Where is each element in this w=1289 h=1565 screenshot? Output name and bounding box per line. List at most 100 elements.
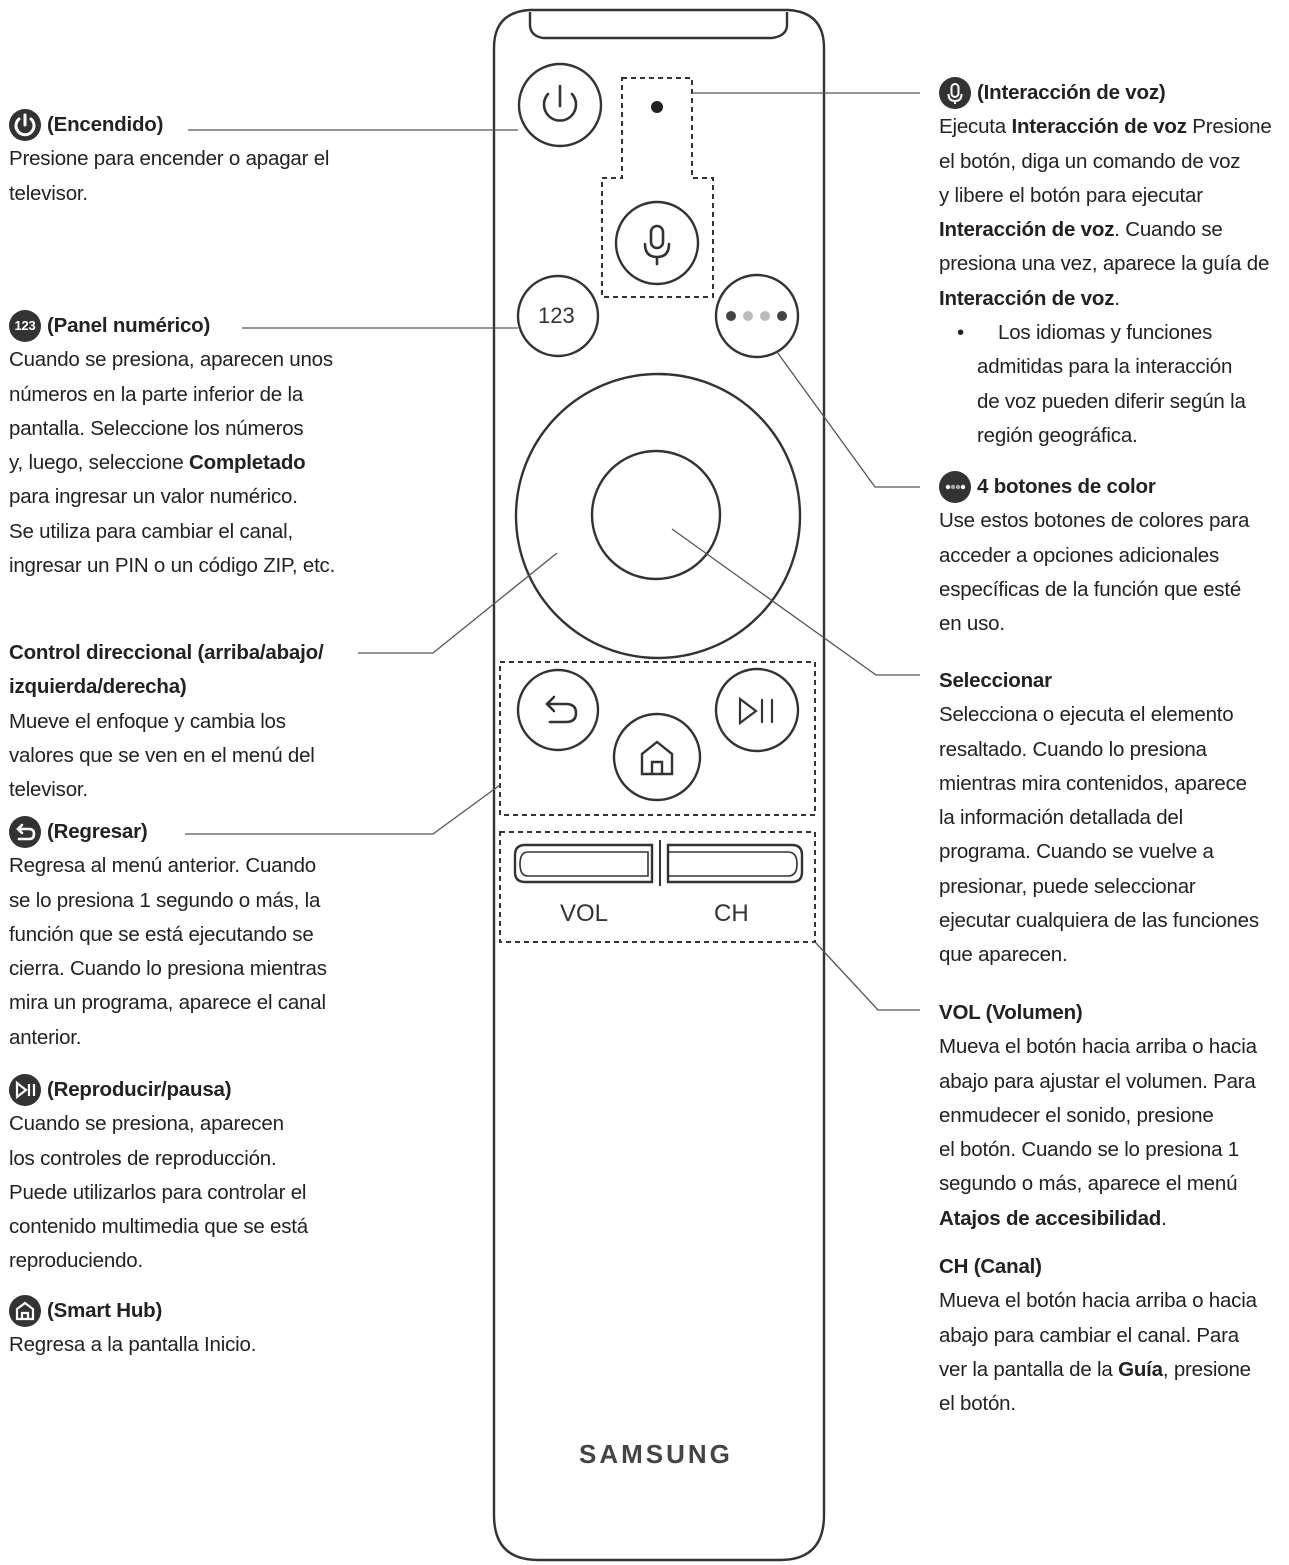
dpad-title: Control direccional (arriba/abajo/ xyxy=(9,641,324,664)
mic-dashed-box xyxy=(601,77,714,298)
color-line: específicas de la función que esté xyxy=(939,577,1242,601)
home-line: Regresa a la pantalla Inicio. xyxy=(9,1333,257,1357)
home-icon xyxy=(640,740,674,776)
color-line: Use estos botones de colores para xyxy=(939,509,1250,533)
mic-hole xyxy=(651,101,663,113)
dpad-line: Mueve el enfoque y cambia los xyxy=(9,709,286,733)
voice-line: Interacción de voz. xyxy=(939,286,1120,310)
leader-dpad xyxy=(358,552,558,654)
numeric-line: ingresar un PIN o un código ZIP, etc. xyxy=(9,554,336,578)
play-line: reproduciendo. xyxy=(9,1249,143,1273)
voice-bullet: •Los idiomas y funciones xyxy=(957,321,1213,345)
dpad-title: izquierda/derecha) xyxy=(9,675,187,699)
color-button xyxy=(714,273,800,359)
voice-bullet-line: región geográfica. xyxy=(977,423,1138,447)
select-line: que aparecen. xyxy=(939,943,1068,967)
channel-line: abajo para cambiar el canal. Para xyxy=(939,1323,1239,1347)
dpad-ring xyxy=(514,372,802,660)
volume-line: Atajos de accesibilidad. xyxy=(939,1206,1167,1230)
voice-line: presiona una vez, aparece la guía de xyxy=(939,252,1270,276)
back-title: (Regresar) xyxy=(47,820,148,843)
home-description: (Smart Hub) Regresa a la pantalla Inicio… xyxy=(9,1294,256,1363)
voice-bullet-line: de voz pueden diferir según la xyxy=(977,389,1246,413)
select-line: programa. Cuando se vuelve a xyxy=(939,840,1214,864)
numeric-icon: 123 xyxy=(9,310,41,343)
numeric-line: para ingresar un valor numérico. xyxy=(9,485,298,509)
channel-description: CH (Canal) Mueva el botón hacia arriba o… xyxy=(939,1250,1257,1421)
numeric-line: Cuando se presiona, aparecen unos xyxy=(9,348,333,372)
power-icon xyxy=(542,92,578,122)
channel-title: CH (Canal) xyxy=(939,1255,1042,1278)
back-icon xyxy=(9,816,41,849)
select-title: Seleccionar xyxy=(939,669,1052,692)
numeric-line: Se utiliza para cambiar el canal, xyxy=(9,519,293,543)
back-line: anterior. xyxy=(9,1025,82,1049)
volume-line: segundo o más, aparece el menú xyxy=(939,1172,1238,1196)
play-pause-description: (Reproducir/pausa) Cuando se presiona, a… xyxy=(9,1073,308,1279)
select-line: Selecciona o ejecuta el elemento xyxy=(939,703,1234,727)
channel-rocker xyxy=(666,843,804,884)
dpad-line: televisor. xyxy=(9,778,88,802)
voice-description: (Interacción de voz) Ejecuta Interacción… xyxy=(939,76,1272,453)
volume-line: el botón. Cuando se lo presiona 1 xyxy=(939,1138,1239,1162)
power-icon xyxy=(9,109,41,142)
volume-line: enmudecer el sonido, presione xyxy=(939,1103,1214,1127)
power-line: Presione para encender o apagar el xyxy=(9,147,330,171)
numeric-line: pantalla. Seleccione los números xyxy=(9,416,304,440)
voice-bullet-line: admitidas para la interacción xyxy=(977,355,1233,379)
leader-select xyxy=(671,528,920,676)
voice-button xyxy=(614,200,700,286)
numeric-title: (Panel numérico) xyxy=(47,314,211,337)
power-description: (Encendido) Presione para encender o apa… xyxy=(9,108,329,211)
color-line: acceder a opciones adicionales xyxy=(939,543,1220,567)
color-dots-icon xyxy=(939,471,971,504)
brand-logo: SAMSUNG xyxy=(579,1439,733,1469)
select-button xyxy=(590,449,722,581)
voice-line: el botón, diga un comando de voz xyxy=(939,149,1241,173)
select-description: Seleccionar Selecciona o ejecuta el elem… xyxy=(939,664,1259,973)
volume-line: Mueva el botón hacia arriba o hacia xyxy=(939,1035,1257,1059)
color-dots-icon xyxy=(726,311,787,321)
ch-label: CH xyxy=(714,900,749,927)
play-line: Cuando se presiona, aparecen xyxy=(9,1112,284,1136)
volume-rocker xyxy=(513,843,654,884)
color-line: en uso. xyxy=(939,612,1005,636)
power-line: televisor. xyxy=(9,181,88,205)
leader-volume xyxy=(814,941,920,1011)
channel-line: ver la pantalla de la Guía, presione xyxy=(939,1357,1251,1381)
power-title: (Encendido) xyxy=(47,113,164,136)
back-line: Regresa al menú anterior. Cuando xyxy=(9,854,316,878)
mic-icon xyxy=(939,77,971,110)
back-line: cierra. Cuando lo presiona mientras xyxy=(9,957,327,981)
back-description: (Regresar) Regresa al menú anterior. Cua… xyxy=(9,815,327,1055)
play-pause-title: (Reproducir/pausa) xyxy=(47,1078,232,1101)
nav-dashed-box xyxy=(499,661,816,816)
channel-line: Mueva el botón hacia arriba o hacia xyxy=(939,1289,1257,1313)
select-line: resaltado. Cuando lo presiona xyxy=(939,737,1207,761)
home-icon xyxy=(9,1295,41,1328)
select-line: ejecutar cualquiera de las funciones xyxy=(939,909,1259,933)
remote-body xyxy=(492,8,826,1562)
voice-title: (Interacción de voz) xyxy=(977,81,1166,104)
back-line: función que se está ejecutando se xyxy=(9,922,314,946)
home-button xyxy=(612,712,702,802)
mic-icon xyxy=(643,224,671,266)
back-line: mira un programa, aparece el canal xyxy=(9,991,326,1015)
numeric-description: 123 (Panel numérico) Cuando se presiona,… xyxy=(9,309,335,583)
color-title: 4 botones de color xyxy=(977,475,1156,498)
remote-top-notch xyxy=(528,12,789,40)
back-button xyxy=(516,668,600,752)
volume-description: VOL (Volumen) Mueva el botón hacia arrib… xyxy=(939,996,1257,1236)
leader-color xyxy=(776,351,920,488)
color-description: 4 botones de color Use estos botones de … xyxy=(939,470,1249,641)
play-line: contenido multimedia que se está xyxy=(9,1215,309,1239)
numeric-button-label: 123 xyxy=(538,303,575,328)
rocker-dashed-box xyxy=(499,831,816,943)
home-title: (Smart Hub) xyxy=(47,1299,163,1322)
numeric-line: y, luego, seleccione Completado xyxy=(9,451,306,475)
back-icon xyxy=(545,695,578,724)
power-button xyxy=(517,62,603,148)
select-line: la información detallada del xyxy=(939,806,1183,830)
vol-label: VOL xyxy=(560,900,609,927)
voice-line: Ejecuta Interacción de voz Presione xyxy=(939,115,1272,139)
